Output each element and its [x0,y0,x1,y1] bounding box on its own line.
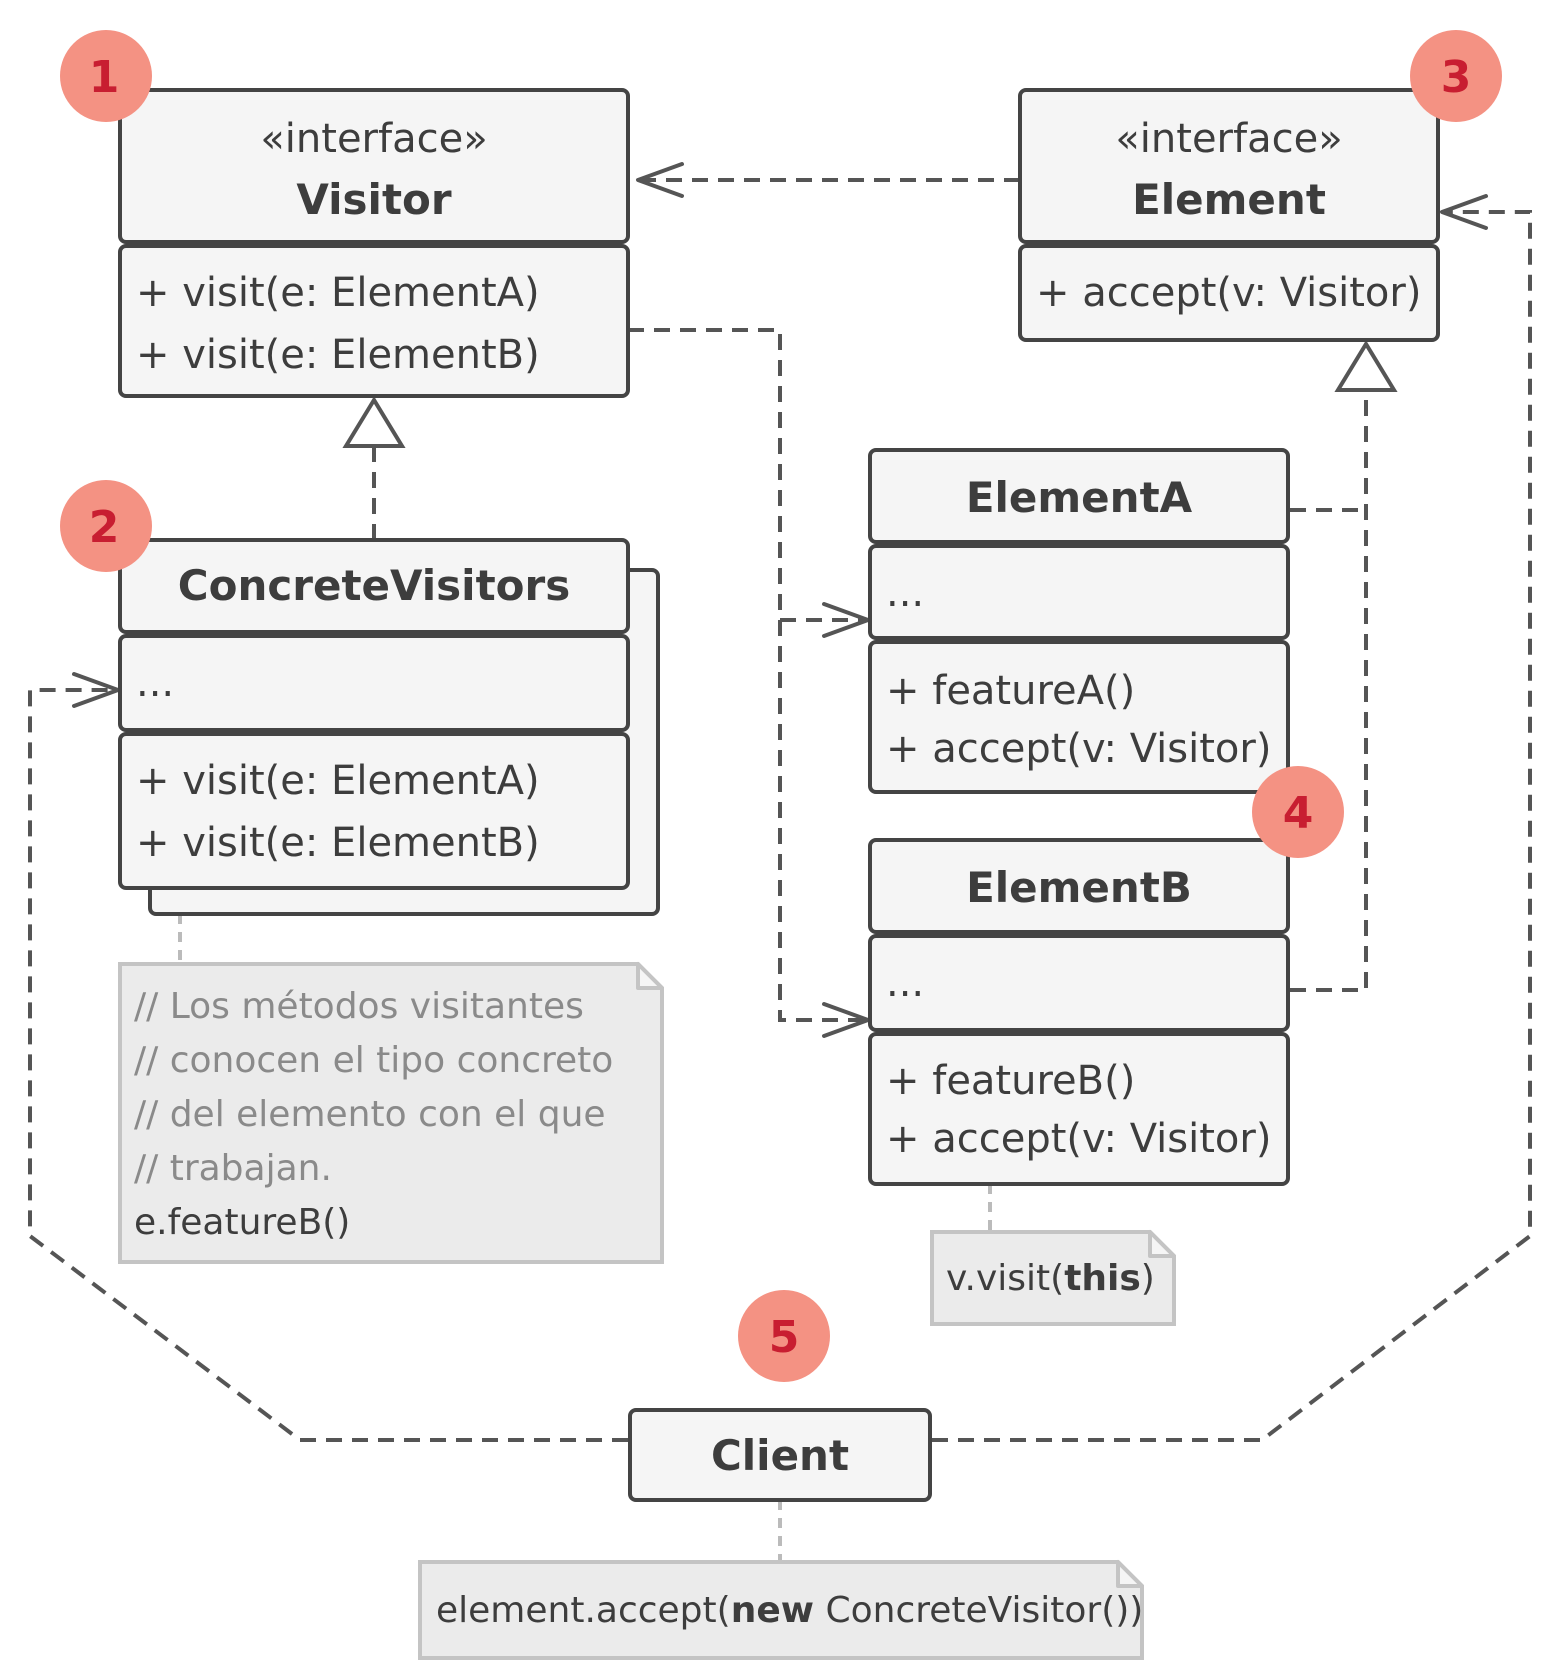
concrete-visitors-method: + visit(e: ElementB) [136,820,540,866]
svg-text:2: 2 [89,502,120,553]
element-b-method: + accept(v: Visitor) [886,1116,1271,1162]
visitor-method: + visit(e: ElementA) [136,270,540,316]
element-b-fields: ... [886,960,924,1006]
element-b-method: + featureB() [886,1058,1135,1104]
svg-text:1: 1 [89,52,120,103]
visitor-name: Visitor [296,175,451,224]
element-stereotype: «interface» [1115,116,1342,162]
element-name: Element [1132,175,1326,224]
element-interface: «interface» Element + accept(v: Visitor) [1018,88,1440,342]
element-a-method: + featureA() [886,668,1135,714]
element-b-class: ElementB ... + featureB() + accept(v: Vi… [868,838,1290,1186]
element-b-note-code: v.visit(this) [946,1258,1155,1299]
realization-triangle-element [1334,340,1398,392]
badge-2: 2 [60,480,152,572]
visitors-note: // Los métodos visitantes // conocen el … [118,962,664,1264]
visitors-note-comment: // Los métodos visitantes [134,986,584,1027]
client-to-concrete-visitors [28,688,628,1442]
visitors-note-comment: // trabajan. [134,1148,332,1189]
element-a-fields: ... [886,570,924,616]
svg-text:3: 3 [1441,52,1472,103]
connectors [28,162,1532,1560]
visitor-to-elements-dependency [628,328,868,1022]
badge-1: 1 [60,30,152,122]
client-note: element.accept(new ConcreteVisitor()) [418,1560,1144,1660]
badge-4: 4 [1252,766,1344,858]
arrowhead-visitor [636,162,684,198]
visitor-interface: «interface» Visitor + visit(e: ElementA)… [118,88,630,398]
concrete-visitors-method: + visit(e: ElementA) [136,758,540,804]
svg-text:4: 4 [1283,788,1314,839]
element-a-name: ElementA [966,473,1193,522]
concrete-visitors-fields: ... [136,660,174,706]
client-class: Client [628,1408,932,1502]
badge-3: 3 [1410,30,1502,122]
visitors-note-comment: // del elemento con el que [134,1094,606,1135]
svg-text:5: 5 [769,1312,800,1363]
element-b-note: v.visit(this) [930,1230,1176,1326]
visitors-note-comment: // conocen el tipo concreto [134,1040,613,1081]
client-name: Client [711,1431,849,1480]
visitor-stereotype: «interface» [260,116,487,162]
client-to-element [932,210,1532,1442]
realization-triangle-visitor [342,396,406,448]
visitors-note-code: e.featureB() [134,1202,350,1243]
element-method: + accept(v: Visitor) [1036,270,1421,316]
visitor-method: + visit(e: ElementB) [136,332,540,378]
element-b-realization [1290,390,1368,992]
badge-5: 5 [738,1290,830,1382]
element-a-class: ElementA ... + featureA() + accept(v: Vi… [868,448,1290,794]
arrowhead-element [1440,194,1488,230]
concrete-visitors-class: ConcreteVisitors ... + visit(e: ElementA… [118,538,660,916]
element-a-method: + accept(v: Visitor) [886,726,1271,772]
element-b-name: ElementB [966,863,1192,912]
client-note-code: element.accept(new ConcreteVisitor()) [436,1590,1143,1631]
concrete-visitors-name: ConcreteVisitors [178,561,570,610]
